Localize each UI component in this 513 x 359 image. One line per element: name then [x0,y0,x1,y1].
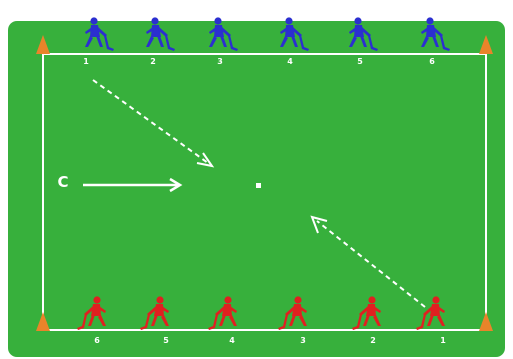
coach-label: C [55,175,71,190]
boundary-lines [43,54,486,330]
cone-icon [36,312,50,331]
hockey-player-icon [416,296,445,330]
red-team [77,296,445,330]
red-player-number: 5 [156,336,176,345]
red-player-number: 3 [293,336,313,345]
cone-icon [479,35,493,54]
cone-icon [479,312,493,331]
blue-player-number: 5 [350,57,370,66]
hockey-player-icon [77,296,106,330]
cone-icon [36,35,50,54]
hockey-player-icon [280,17,309,51]
blue-team [85,17,450,51]
red-player-number: 4 [222,336,242,345]
ball-icon [256,183,261,188]
pass-arrow-red [312,217,425,307]
blue-player-number: 3 [210,57,230,66]
hockey-player-icon [278,296,307,330]
arrowhead-icon [312,217,327,233]
red-player-number: 6 [87,336,107,345]
hockey-player-icon [146,17,175,51]
hockey-player-icon [421,17,450,51]
hockey-player-icon [349,17,378,51]
hockey-player-icon [352,296,381,330]
coach-arrow [83,179,180,191]
blue-player-number: 4 [280,57,300,66]
hockey-player-icon [209,17,238,51]
hockey-player-icon [140,296,169,330]
red-player-number: 2 [363,336,383,345]
red-player-number: 1 [433,336,453,345]
hockey-player-icon [85,17,114,51]
blue-player-number: 2 [143,57,163,66]
hockey-player-icon [208,296,237,330]
cones [36,35,493,331]
blue-player-number: 1 [76,57,96,66]
pass-arrow-blue [93,80,212,166]
blue-player-number: 6 [422,57,442,66]
